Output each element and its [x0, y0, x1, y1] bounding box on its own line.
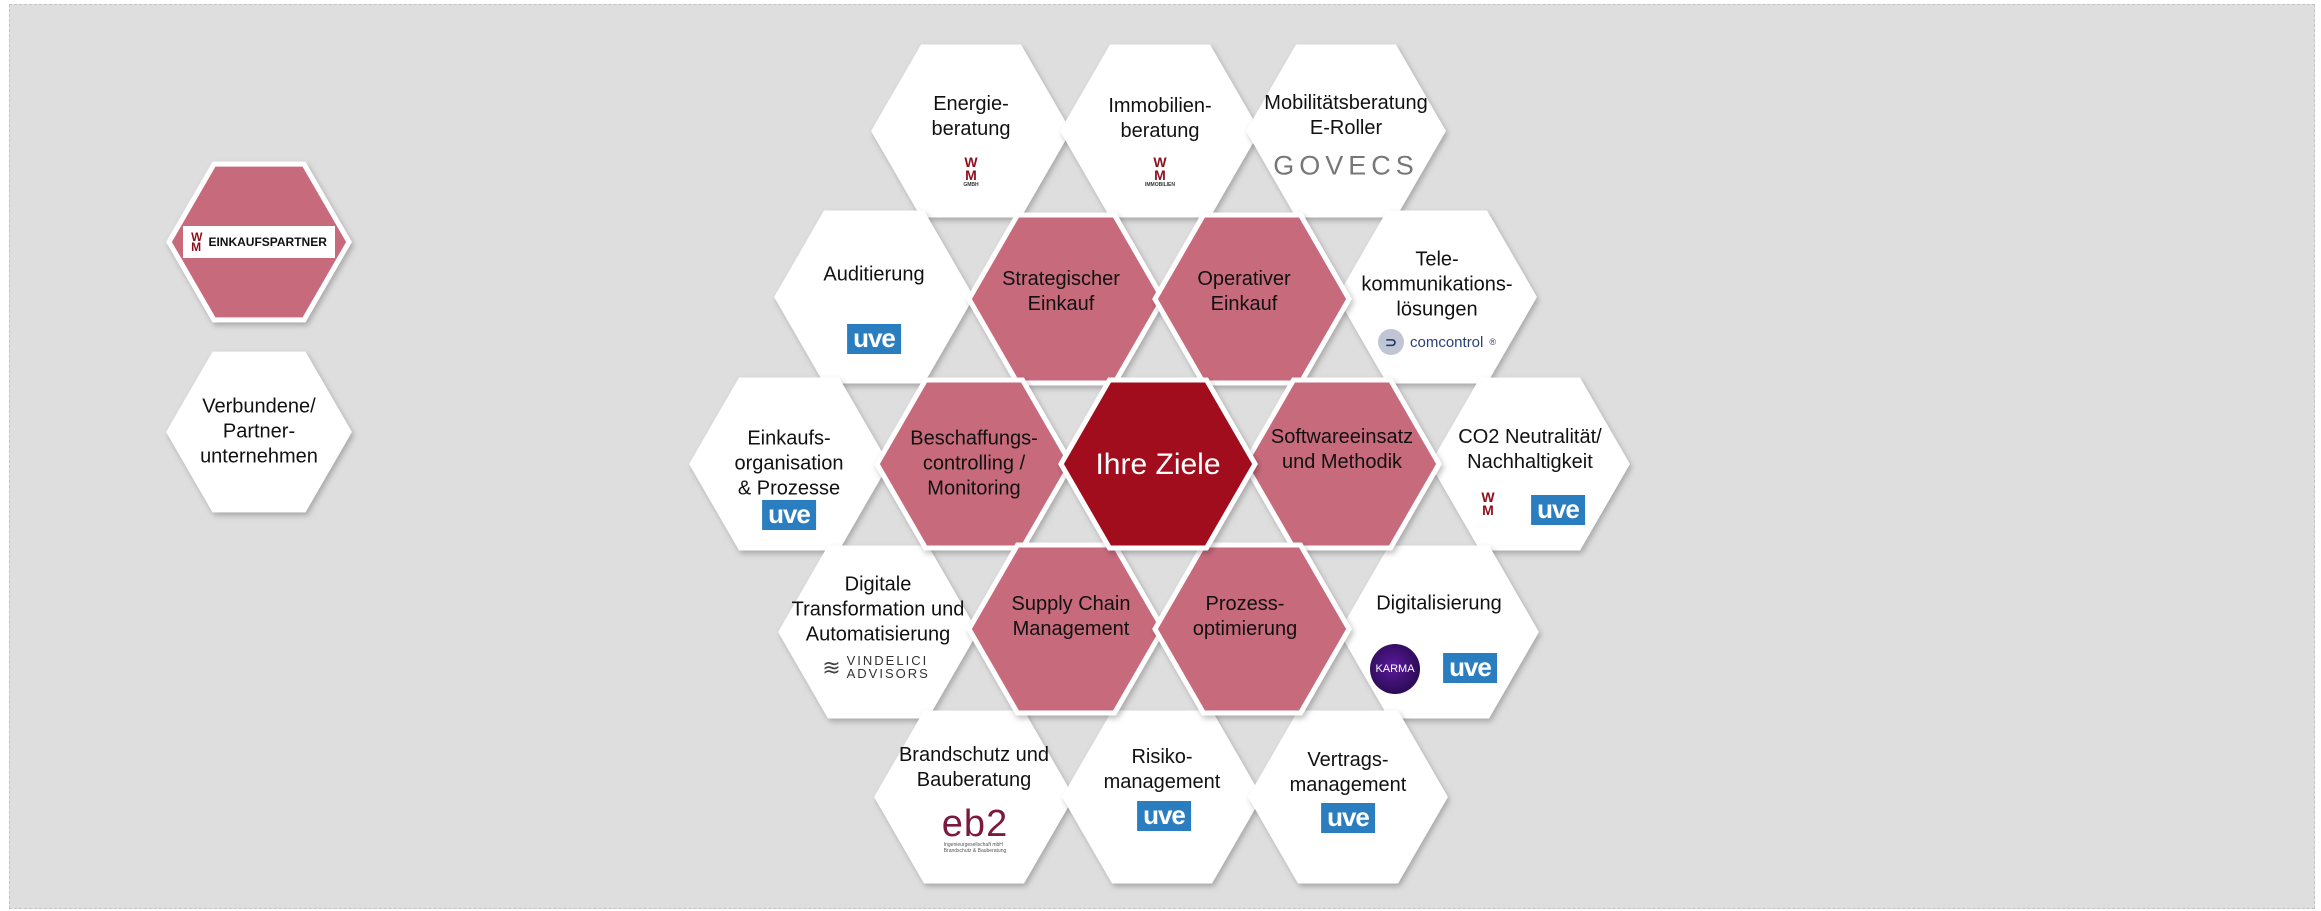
hex-process: [1152, 542, 1352, 716]
legend-affiliates-hex: [166, 351, 352, 513]
comcontrol-logo: ⊃ comcontrol®: [1378, 329, 1496, 355]
hex-operative: [1152, 212, 1352, 386]
hex-co2: [1430, 377, 1630, 551]
wm-logo-co2: W M: [1481, 489, 1495, 518]
hex-telecom: [1337, 210, 1537, 384]
hex-risk: [1062, 710, 1262, 884]
uve-logo-purchasing-org: uve: [762, 500, 816, 530]
hex-strategic: [966, 212, 1166, 386]
uve-logo-contracts: uve: [1321, 803, 1375, 833]
hex-contracts: [1248, 710, 1448, 884]
hex-center: [1058, 377, 1258, 551]
vindelici-icon: ≋: [822, 654, 841, 680]
hex-audit: [774, 210, 974, 384]
hex-mobility: [1246, 44, 1446, 218]
einkaufspartner-label: EINKAUFSPARTNER: [208, 235, 327, 249]
hex-digital-transformation: [778, 545, 978, 719]
hex-controlling: [874, 377, 1074, 551]
hex-supply-chain: [966, 542, 1166, 716]
hex-energy: [871, 44, 1071, 218]
uve-logo-co2: uve: [1531, 495, 1585, 525]
hex-real-estate: [1060, 44, 1260, 218]
vindelici-advisors-logo: ≋ VINDELICI ADVISORS: [822, 653, 930, 681]
uve-logo-audit: uve: [847, 324, 901, 354]
hex-fire-protection: [874, 710, 1074, 884]
hex-digitalization: [1339, 545, 1539, 719]
uve-logo-risk: uve: [1137, 801, 1191, 831]
eb2-logo: eb2 Ingenieurgesellschaft mbH Brandschut…: [941, 803, 1009, 854]
karma-logo: KARMA: [1370, 644, 1420, 694]
govecs-logo: GOVECS: [1273, 150, 1419, 181]
uve-logo-digitalization: uve: [1443, 653, 1497, 683]
hex-software: [1242, 377, 1442, 551]
comcontrol-icon: ⊃: [1378, 329, 1404, 355]
